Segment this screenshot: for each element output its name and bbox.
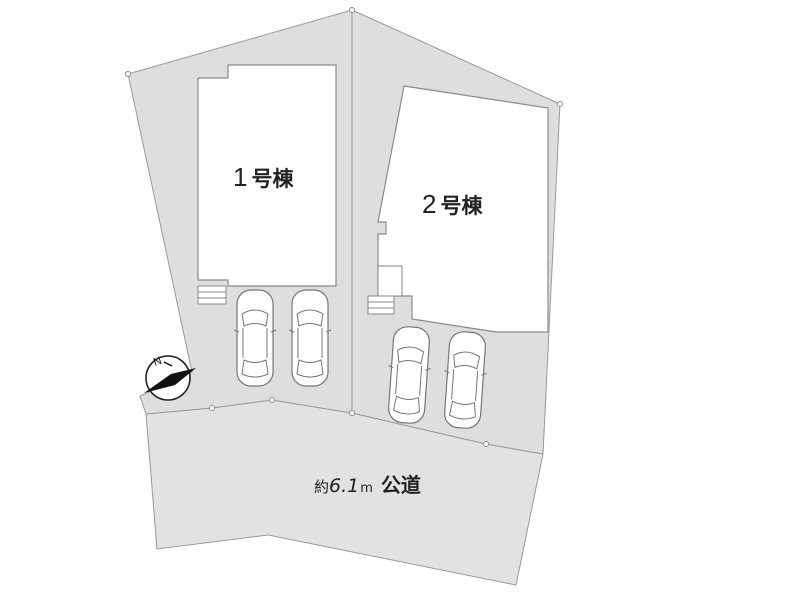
compass-north-label: N (152, 355, 164, 369)
compass-icon: N (144, 355, 196, 401)
car-icon (233, 289, 277, 387)
building-1-steps (197, 285, 227, 305)
boundary-markers (125, 7, 563, 447)
car-icon (288, 289, 332, 387)
building-2-steps (367, 265, 403, 315)
building-1-footprint (197, 64, 337, 287)
